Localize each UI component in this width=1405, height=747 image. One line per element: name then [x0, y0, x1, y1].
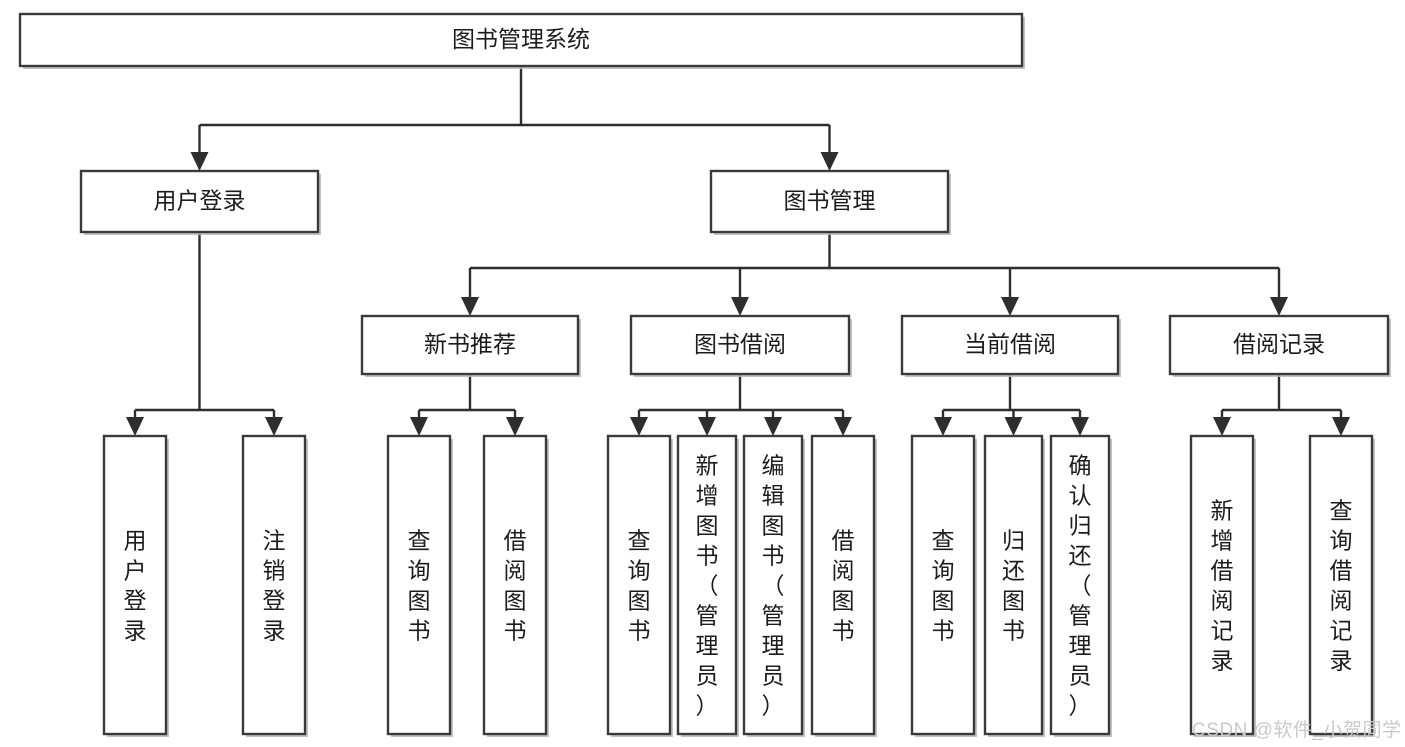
node-label: 编辑图书（管理员） [762, 452, 785, 718]
node-rect [482, 434, 548, 736]
connector-group [410, 374, 524, 436]
node-label: 查询图书 [408, 527, 431, 643]
node-label: 查询图书 [628, 527, 651, 643]
arrow-head [190, 152, 209, 171]
node-label: 当前借阅 [964, 331, 1056, 357]
node-rect [910, 434, 976, 736]
arrow-head [630, 417, 648, 436]
connector-layer [126, 66, 1350, 436]
connector-group [190, 66, 839, 171]
node-root-图书管理系统[interactable]: 图书管理系统 [18, 12, 1025, 69]
node-leaf-9[interactable]: 归还图书 [983, 434, 1045, 737]
connector-group [126, 232, 283, 436]
arrow-head [506, 417, 524, 436]
node-rect [1189, 434, 1255, 736]
node-label: 新增借阅记录 [1211, 497, 1234, 673]
arrow-head [1213, 417, 1231, 436]
connector-group [461, 232, 1288, 316]
node-leaf-11[interactable]: 新增借阅记录 [1189, 434, 1256, 737]
node-label: 图书管理系统 [452, 26, 590, 52]
csdn-watermark: CSDN @软件_小贺同学 [1192, 720, 1402, 741]
arrow-head [265, 417, 283, 436]
arrow-head [731, 297, 749, 316]
node-label: 用户登录 [124, 527, 147, 643]
node-level2-0[interactable]: 用户登录 [79, 169, 321, 235]
node-rect [742, 434, 804, 736]
node-rect [676, 434, 738, 736]
node-leaf-8[interactable]: 查询图书 [910, 434, 977, 737]
node-rect [18, 12, 1024, 68]
node-level3-0[interactable]: 新书推荐 [360, 314, 581, 377]
node-rect [102, 434, 168, 736]
arrow-head [461, 297, 479, 316]
node-label: 查询图书 [932, 527, 955, 643]
node-rect [1049, 434, 1111, 736]
node-label: 新增图书（管理员） [696, 452, 719, 718]
arrow-head [934, 417, 952, 436]
node-label: 确认归还（管理员） [1069, 452, 1092, 718]
node-leaf-0[interactable]: 用户登录 [102, 434, 169, 737]
node-level3-2[interactable]: 当前借阅 [900, 314, 1121, 377]
node-rect [1308, 434, 1374, 736]
node-leaf-2[interactable]: 查询图书 [386, 434, 453, 737]
node-rect [386, 434, 452, 736]
node-label: 借阅图书 [504, 527, 527, 643]
arrow-head [410, 417, 428, 436]
node-leaf-4[interactable]: 查询图书 [606, 434, 673, 737]
node-leaf-3[interactable]: 借阅图书 [482, 434, 549, 737]
node-label: 新书推荐 [424, 331, 516, 357]
node-rect [606, 434, 672, 736]
node-rect [241, 434, 307, 736]
arrow-head [1071, 417, 1089, 436]
node-rect [810, 434, 876, 736]
node-label: 图书借阅 [694, 331, 786, 357]
node-label: 归还图书 [1002, 527, 1025, 643]
arrow-head [698, 417, 716, 436]
node-level3-3[interactable]: 借阅记录 [1168, 314, 1391, 377]
node-label: 借阅图书 [832, 527, 855, 643]
arrow-head [834, 417, 852, 436]
node-label: 图书管理 [784, 188, 876, 214]
node-label: 注销登录 [263, 527, 286, 643]
node-leaf-10[interactable]: 确认归还（管理员） [1049, 434, 1112, 737]
node-leaf-6[interactable]: 编辑图书（管理员） [742, 434, 805, 737]
arrow-head [1270, 297, 1288, 316]
arrow-head [1332, 417, 1350, 436]
node-rect [79, 169, 320, 234]
connector-group [630, 374, 852, 436]
arrow-head [764, 417, 782, 436]
connector-group [1213, 374, 1350, 436]
node-leaf-7[interactable]: 借阅图书 [810, 434, 877, 737]
node-leaf-5[interactable]: 新增图书（管理员） [676, 434, 739, 737]
node-rect [360, 314, 580, 376]
node-rect [629, 314, 851, 376]
node-leaf-1[interactable]: 注销登录 [241, 434, 308, 737]
arrow-head [126, 417, 144, 436]
arrow-head [1004, 417, 1023, 436]
node-rect [900, 314, 1120, 376]
node-rect [983, 434, 1044, 736]
node-level3-1[interactable]: 图书借阅 [629, 314, 852, 377]
node-rect [1168, 314, 1390, 376]
node-rect [709, 169, 950, 234]
node-label: 查询借阅记录 [1330, 497, 1353, 673]
arrow-head [1001, 297, 1019, 316]
node-leaf-12[interactable]: 查询借阅记录 [1308, 434, 1375, 737]
arrow-head [820, 152, 839, 171]
node-label: 借阅记录 [1233, 331, 1325, 357]
node-level2-1[interactable]: 图书管理 [709, 169, 951, 235]
connector-group [934, 374, 1089, 436]
node-label: 用户登录 [154, 188, 246, 214]
node-layer: 图书管理系统用户登录图书管理新书推荐图书借阅当前借阅借阅记录用户登录注销登录查询… [18, 12, 1391, 737]
